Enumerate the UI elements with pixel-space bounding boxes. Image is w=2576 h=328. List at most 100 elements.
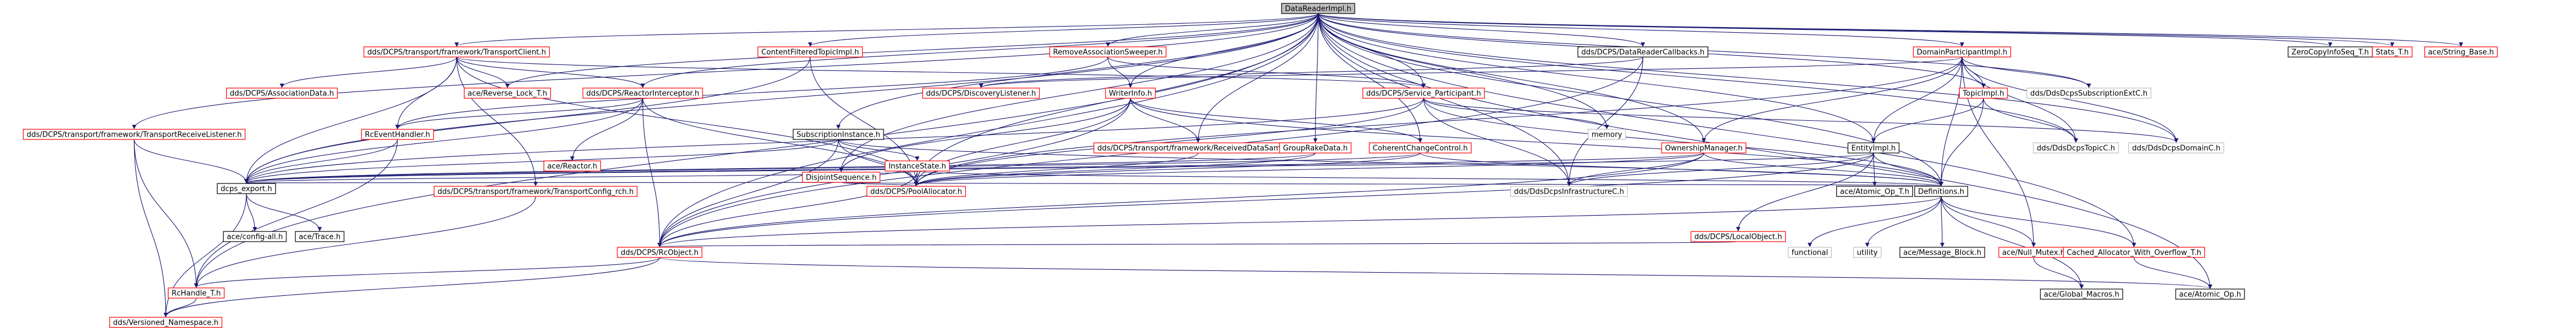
node-label: ZeroCopyInfoSeq_T.h [2291,49,2369,57]
edge-remove_assoc-to-service_participant [1107,56,1426,88]
edge-entity_impl-to-atomic_op_t [1872,152,1877,186]
edge-root-to-cft_impl [808,13,1319,47]
node-box [23,129,246,140]
node-message-block[interactable]: ace/Message_Block.h [1899,247,1985,258]
node-service-participant[interactable]: dds/DCPS/Service_Participant.h [1362,88,1485,99]
node-local-object[interactable]: dds/DCPS/LocalObject.h [1690,231,1786,242]
node-box [2063,247,2205,258]
node-label: dcps_export.h [220,185,272,194]
node-versioned-namespace[interactable]: dds/Versioned_Namespace.h [109,317,223,328]
node-label: Definitions.h [1918,188,1964,196]
node-box [922,88,1040,99]
edge-group_rake-to-pool_allocator [914,152,1316,186]
edge-root-to-disjoint_sequence [839,13,1319,172]
node-ace-trace[interactable]: ace/Trace.h [295,231,344,242]
node-remove-assoc[interactable]: RemoveAssociationSweeper.h [1049,46,1167,58]
node-topic-impl[interactable]: TopicImpl.h [1959,88,2008,99]
node-label: dds/DCPS/transport/framework/ReceivedDat… [1097,145,1298,153]
edge-root-to-topic_c [1318,13,2078,143]
node-pool-allocator[interactable]: dds/DCPS/PoolAllocator.h [866,186,966,197]
node-received-data-sample[interactable]: dds/DCPS/transport/framework/ReceivedDat… [1093,142,1303,154]
node-dr-callbacks[interactable]: dds/DCPS/DataReaderCallbacks.h [1578,46,1708,58]
node-cached-allocator[interactable]: Cached_Allocator_With_Overflow_T.h [2063,247,2205,258]
node-label: dds/DCPS/DiscoveryListener.h [926,90,1036,98]
node-atomic-op[interactable]: ace/Atomic_Op.h [2175,288,2245,300]
node-label: SubscriptionInstance.h [797,131,880,139]
node-cft-impl[interactable]: ContentFilteredTopicImpl.h [757,46,863,58]
node-box [617,247,702,258]
node-transport-client[interactable]: dds/DCPS/transport/framework/TransportCl… [363,46,550,58]
node-transport-config-rch[interactable]: dds/DCPS/transport/framework/TransportCo… [434,186,638,197]
node-domain-c: dds/DdsDcpsDomainC.h [2128,142,2224,154]
node-box [1959,88,2008,99]
node-group-rake[interactable]: GroupRakeData.h [1279,142,1351,154]
node-ace-reactor[interactable]: ace/Reactor.h [544,160,601,172]
node-instance-state[interactable]: InstanceState.h [885,160,950,172]
edge-root-to-zerocopy [1318,13,2332,47]
node-box [2040,288,2123,300]
node-label: InstanceState.h [889,163,946,171]
node-label: utility [1857,249,1878,257]
node-ownership-manager[interactable]: OwnershipManager.h [1661,142,1747,154]
edge-writer_info-to-received_data_sample [1130,98,1200,143]
edge-root-to-rev_lock [505,13,1319,88]
edge-reactor_interceptor-to-ace_reactor [570,98,643,161]
node-disjoint-sequence[interactable]: DisjointSequence.h [802,172,881,183]
node-label: DisjointSequence.h [806,174,876,182]
edge-reactor_interceptor-to-dcps_export [244,98,643,183]
node-null-mutex[interactable]: ace/Null_Mutex.h [1998,247,2069,258]
edge-ownership_manager-to-dcps_export [244,152,1704,183]
node-config-all[interactable]: ace/config-all.h [223,231,287,242]
node-transport-receive-listener[interactable]: dds/DCPS/transport/framework/TransportRe… [23,129,246,140]
edge-root-to-domain_c [1318,13,2179,143]
node-writer-info[interactable]: WriterInfo.h [1105,88,1156,99]
node-box [1279,142,1351,154]
node-reactor-interceptor[interactable]: dds/DCPS/ReactorInterceptor.h [582,88,703,99]
edge-transport_config_rch-to-rc_handle [194,196,536,288]
node-string-base[interactable]: ace/String_Base.h [2424,46,2498,58]
edge-definitions-to-rc_object [657,196,1942,247]
edge-coherent_change-to-definitions [1420,152,1943,186]
node-label: dds/DCPS/ReactorInterceptor.h [586,90,699,98]
node-label: DataReaderImpl.h [1285,5,1351,14]
edge-root-to-dp_impl [1318,13,1964,47]
node-dcps-export[interactable]: dcps_export.h [216,183,276,194]
node-global-macros[interactable]: ace/Global_Macros.h [2040,288,2123,300]
edge-remove_assoc-to-writer_info [1107,56,1133,88]
node-dp-impl[interactable]: DomainParticipantImpl.h [1913,46,2011,58]
node-box [109,317,223,328]
node-coherent-change[interactable]: CoherentChangeControl.h [1369,142,1472,154]
node-rc-handle[interactable]: RcHandle_T.h [167,287,225,299]
edge-transport_client-to-service_participant [456,56,1426,88]
edge-null_mutex-to-global_macros [2033,257,2084,289]
node-rev-lock[interactable]: ace/Reverse_Lock_T.h [463,88,551,99]
node-discovery-listener[interactable]: dds/DCPS/DiscoveryListener.h [922,88,1040,99]
node-label: DomainParticipantImpl.h [1917,49,2008,57]
node-box [295,231,344,242]
node-stats[interactable]: Stats_T.h [2372,46,2412,58]
node-rc-event-handler[interactable]: RcEventHandler.h [361,129,434,140]
header-nodes: DataReaderImpl.h dds/DCPS/transport/frame… [23,3,2498,328]
node-assoc-data[interactable]: dds/DCPS/AssociationData.h [226,88,338,99]
edge-root-to-ownership_manager [1318,13,1706,143]
node-entity-impl[interactable]: EntityImpl.h [1848,142,1899,154]
node-subscription-instance[interactable]: SubscriptionInstance.h [793,129,884,140]
node-box [1105,88,1156,99]
edge-dp_impl-to-null_mutex [1961,56,2036,247]
edge-received_data_sample-to-pool_allocator [914,152,1199,186]
edge-root-to-transport_client [454,13,1319,47]
node-definitions[interactable]: Definitions.h [1914,186,1968,197]
edge-subscription_instance-to-dcps_export [244,139,839,183]
node-label: dds/Versioned_Namespace.h [113,319,218,327]
edge-root-to-string_base [1318,13,2463,47]
node-rc-object[interactable]: dds/DCPS/RcObject.h [617,247,702,258]
node-atomic-op-t[interactable]: ace/Atomic_Op_T.h [1836,186,1914,197]
edge-service_participant-to-domain_c [1423,98,2179,143]
node-root[interactable]: DataReaderImpl.h [1281,3,1355,14]
node-zerocopy[interactable]: ZeroCopyInfoSeq_T.h [2287,46,2373,58]
node-box [363,46,550,58]
edge-rc_object-to-atomic_op [659,257,2212,289]
node-box [434,186,638,197]
node-label: CoherentChangeControl.h [1373,145,1468,153]
node-label: Stats_T.h [2376,49,2409,57]
